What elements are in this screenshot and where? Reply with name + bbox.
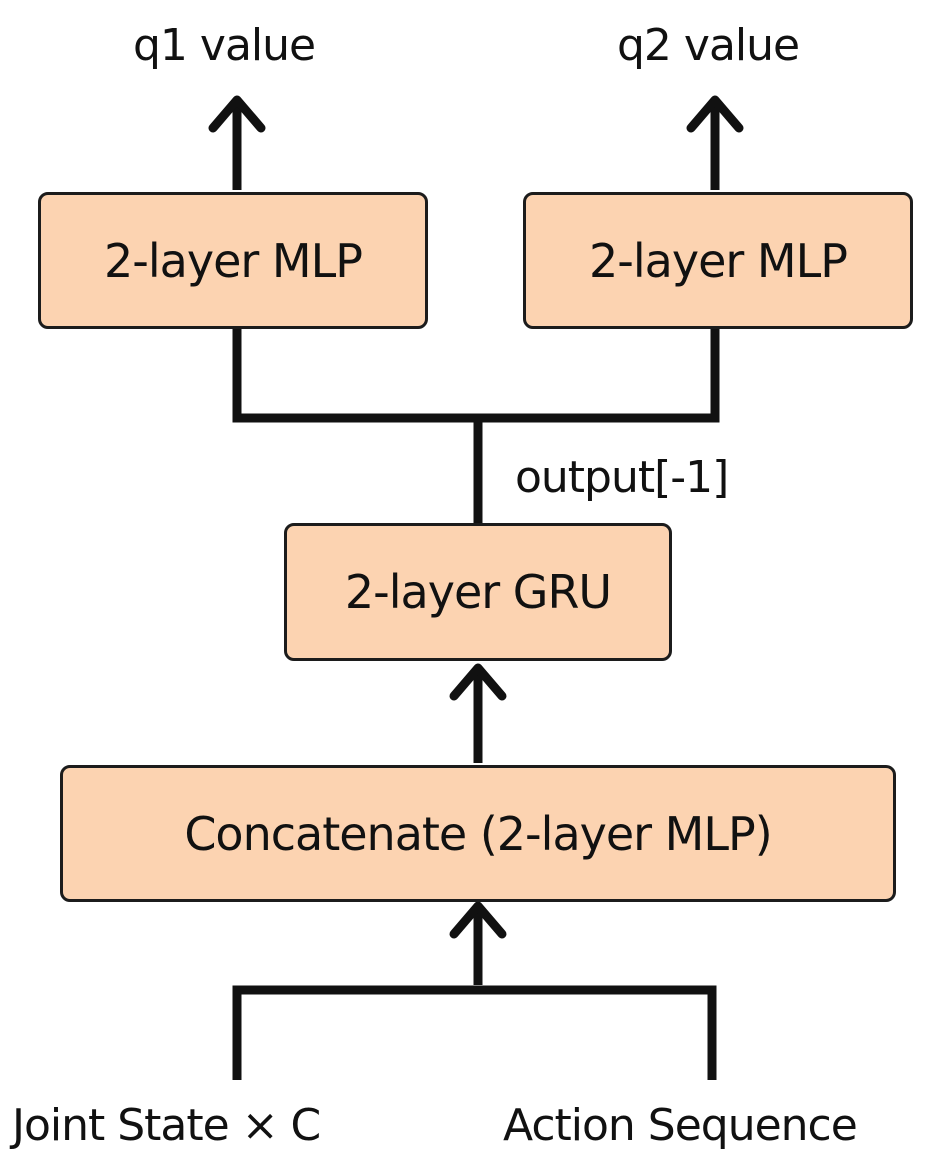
- gru-box: 2-layer GRU: [284, 523, 672, 661]
- mlp-box-left-label: 2-layer MLP: [104, 233, 363, 288]
- q1-value-label: q1 value: [133, 20, 316, 71]
- inputs-to-concat-arrow-head: [449, 901, 507, 939]
- q2-arrow-head: [686, 95, 744, 133]
- mlp-box-right-label: 2-layer MLP: [589, 233, 848, 288]
- mlp-box-right: 2-layer MLP: [523, 192, 913, 329]
- joint-state-label: Joint State × C: [12, 1100, 321, 1151]
- concat-box: Concatenate (2-layer MLP): [60, 765, 896, 902]
- gru-box-label: 2-layer GRU: [344, 565, 612, 619]
- mlp-box-left: 2-layer MLP: [38, 192, 428, 329]
- concat-box-label: Concatenate (2-layer MLP): [184, 806, 772, 861]
- edge-label-output: output[-1]: [515, 452, 729, 503]
- q1-arrow-head: [208, 95, 266, 133]
- concat-to-gru-arrow-head: [449, 663, 507, 701]
- split-connector: [232, 329, 720, 423]
- merge-connector: [232, 985, 717, 1080]
- q2-value-label: q2 value: [617, 20, 800, 71]
- action-sequence-label: Action Sequence: [503, 1100, 858, 1151]
